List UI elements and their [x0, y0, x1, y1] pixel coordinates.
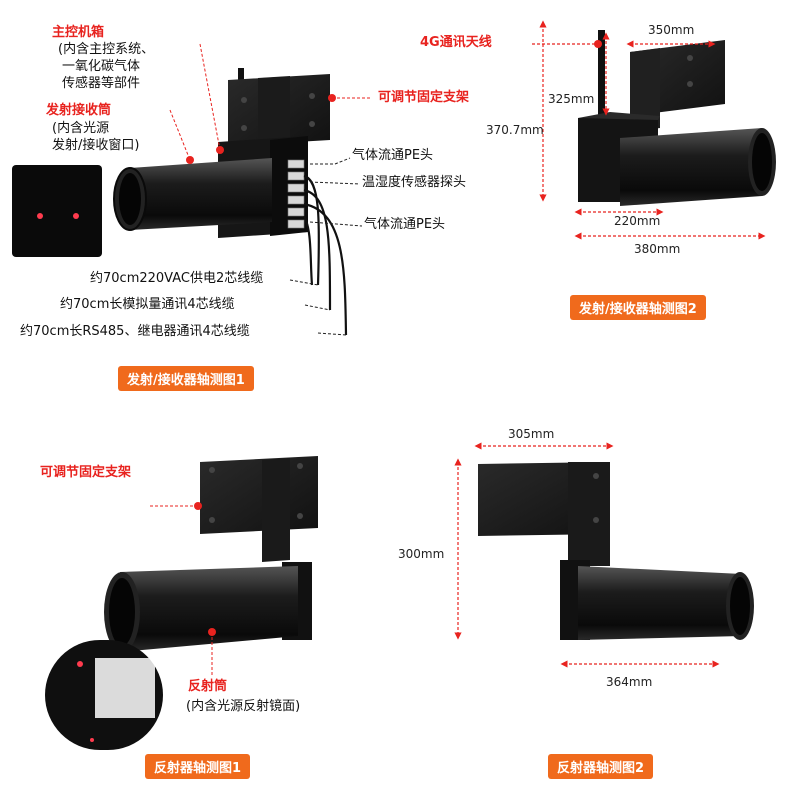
pe-bottom-label: 气体流通PE头 — [364, 217, 446, 232]
pe-top-label: 气体流通PE头 — [352, 148, 434, 163]
transceiver-desc-1: (内含光源 — [52, 121, 110, 136]
main-box-label: 主控机箱 — [52, 25, 105, 40]
transceiver-desc-2: 发射/接收窗口) — [52, 138, 140, 153]
caption-view-4: 反射器轴测图2 — [548, 754, 654, 779]
main-box-desc-3: 传感器等部件 — [62, 76, 141, 91]
dim-350: 350mm — [648, 23, 695, 37]
bracket-left-label: 可调节固定支架 — [40, 465, 132, 480]
humidity-probe-label: 温湿度传感器探头 — [362, 175, 467, 190]
caption-view-1: 发射/接收器轴测图1 — [118, 366, 254, 391]
caption-view-3: 反射器轴测图1 — [145, 754, 251, 779]
dim-325: 325mm — [548, 92, 595, 106]
transceiver-tube-label: 发射接收筒 — [46, 103, 112, 118]
transceiver-view-1 — [12, 43, 372, 336]
reflector-view-1 — [45, 456, 318, 750]
reflector-desc: (内含光源反射镜面) — [186, 699, 301, 714]
dim-364: 364mm — [606, 675, 653, 689]
cable-rs485-label: 约70cm长RS485、继电器通讯4芯线缆 — [20, 324, 250, 339]
cable-analog-label: 约70cm长模拟量通讯4芯线缆 — [60, 297, 235, 312]
dim-305: 305mm — [508, 427, 555, 441]
transceiver-view-2 — [532, 20, 776, 240]
main-box-desc-1: (内含主控系统、 — [58, 42, 155, 57]
cable-power-label: 约70cm220VAC供电2芯线缆 — [90, 271, 264, 286]
dim-370: 370.7mm — [486, 123, 544, 137]
dim-220: 220mm — [614, 214, 661, 228]
antenna-label: 4G通讯天线 — [420, 35, 492, 50]
reflector-view-2 — [454, 442, 754, 668]
adjustable-bracket-label: 可调节固定支架 — [378, 90, 470, 105]
main-box-desc-2: 一氧化碳气体 — [62, 59, 141, 74]
dim-380: 380mm — [634, 242, 681, 256]
reflector-tube-label: 反射筒 — [188, 679, 228, 694]
dim-300: 300mm — [398, 547, 445, 561]
caption-view-2: 发射/接收器轴测图2 — [570, 295, 706, 320]
